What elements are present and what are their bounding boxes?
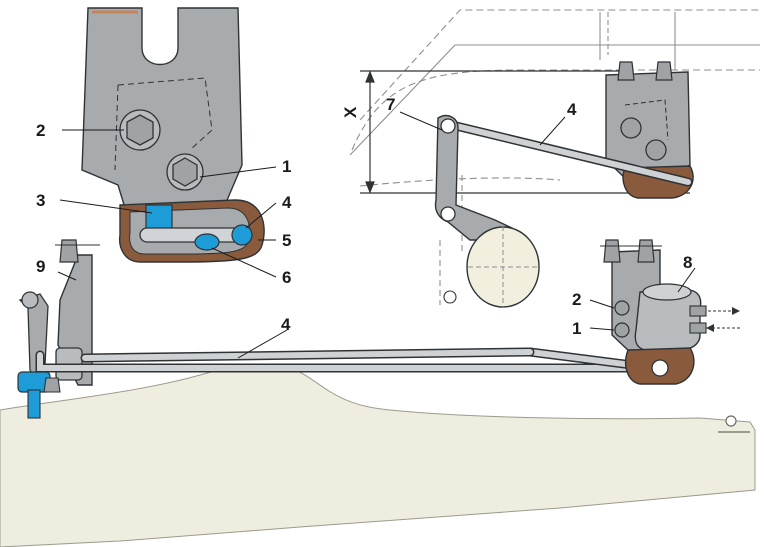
- callout-main-4: 4: [281, 315, 291, 334]
- callout-side-7: 7: [386, 95, 395, 114]
- side-rod-4-fill: [449, 122, 691, 185]
- regulator-port-upper: [689, 305, 707, 317]
- ground-bolt: [725, 415, 737, 427]
- callout-detail-2: 2: [36, 121, 45, 140]
- callout-side-4: 4: [567, 100, 577, 119]
- car-body-outline: [349, 9, 760, 305]
- regulator-bolt-2: [614, 300, 630, 316]
- arrow-in-icon: [706, 324, 714, 332]
- callout-detail-5: 5: [282, 231, 291, 250]
- bracket-hidden-edge: [114, 77, 213, 171]
- callout-detail-6: 6: [282, 268, 291, 287]
- dimension-x: [360, 70, 690, 194]
- detail-spacer-3: [145, 204, 173, 232]
- side-bolt-2: [620, 117, 642, 139]
- side-hidden-pivot: [443, 290, 457, 304]
- detail-bracket: [81, 7, 265, 263]
- callout-main-1: 1: [572, 319, 581, 338]
- side-bolt-1: [645, 139, 667, 161]
- linkage-bottom-nut: [43, 377, 61, 393]
- side-bolt-upper-left: [617, 61, 635, 81]
- callout-detail-3: 3: [36, 191, 45, 210]
- side-lever-7-upper-pivot: [440, 118, 456, 134]
- detail-sleeve-6: [194, 233, 220, 251]
- detail-rod-4-tip: [231, 224, 253, 246]
- arrow-out-icon: [732, 307, 740, 315]
- detail-bolt-1-nut: [172, 157, 198, 187]
- side-bolt-upper-right: [655, 61, 673, 81]
- callout-main-9: 9: [36, 257, 45, 276]
- bracket-plate: [81, 7, 243, 209]
- main-regulator: [600, 239, 740, 385]
- callout-main-8: 8: [683, 253, 692, 272]
- regulator-bolt-1: [614, 322, 630, 338]
- dimension-x-label: X: [341, 106, 360, 118]
- side-bracket-hidden: [624, 99, 669, 141]
- ground-silhouette: [0, 363, 756, 547]
- regulator-cap: [642, 283, 692, 301]
- main-rod-4-bend-fill: [527, 349, 643, 369]
- bracket-9-bolt: [59, 239, 79, 263]
- side-view: [434, 61, 694, 308]
- side-lever-7-lower-pivot: [440, 206, 456, 222]
- regulator-bolt-left: [603, 239, 621, 263]
- callout-main-2: 2: [572, 290, 581, 309]
- linkage-top-eye: [21, 291, 39, 309]
- callout-detail-4: 4: [282, 193, 292, 212]
- regulator-port-lower: [689, 322, 707, 334]
- main-rod-4-straight: [82, 349, 533, 361]
- regulator-body: [634, 289, 702, 351]
- linkage-bottom-stem: [27, 389, 41, 419]
- regulator-bolt-right: [637, 239, 655, 263]
- main-left-linkage: [17, 291, 61, 419]
- main-left-bracket: [55, 239, 100, 386]
- callout-detail-1: 1: [282, 157, 291, 176]
- detail-bolt-2-nut: [126, 114, 154, 146]
- regulator-rod-eye: [651, 359, 669, 377]
- leader-lines: [57, 111, 696, 359]
